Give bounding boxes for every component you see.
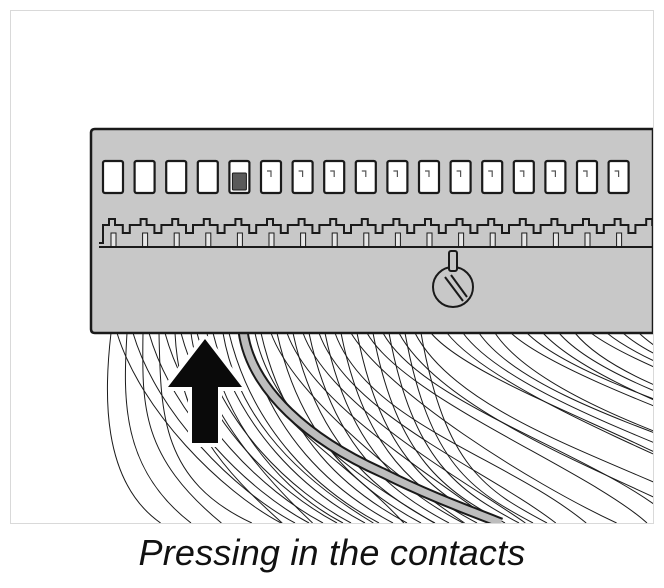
contact-tip: [614, 170, 620, 177]
highlighted-wire-core: [239, 330, 503, 523]
contact-tip: [583, 170, 588, 177]
wire: [574, 332, 653, 385]
wire: [478, 332, 653, 433]
contact-pin: [552, 232, 559, 248]
wire: [164, 332, 324, 523]
wire: [558, 332, 653, 391]
contact-pin: [363, 232, 370, 248]
wire: [222, 332, 374, 523]
wire: [398, 332, 653, 498]
contact-tip: [361, 170, 367, 177]
contact-slot: [196, 159, 219, 195]
contact-pin: [521, 232, 528, 248]
contact-pin: [173, 232, 180, 248]
wire: [142, 332, 222, 523]
contact-pin: [584, 232, 591, 248]
contact-tip: [519, 170, 525, 177]
wire: [318, 332, 557, 523]
wire: [212, 332, 366, 523]
contact-slots: [101, 159, 630, 195]
contact-tip: [298, 170, 304, 177]
contact-pin: [426, 232, 433, 248]
contact-pin: [331, 232, 338, 248]
wire: [542, 332, 653, 401]
contact-pin: [236, 232, 243, 248]
connector-diagram: [89, 127, 653, 523]
connector-housing: [89, 127, 653, 335]
contact-pin: [394, 232, 401, 248]
figure-caption: Pressing in the contacts: [138, 532, 526, 573]
wire: [260, 332, 408, 523]
wire: [494, 332, 653, 432]
wire: [158, 332, 253, 523]
contact-tip: [488, 170, 493, 177]
wire: [430, 332, 653, 452]
wire: [350, 332, 617, 523]
wire: [446, 332, 653, 455]
contact-pin: [489, 232, 496, 248]
contact-tip: [456, 170, 462, 177]
contact-pin: [110, 232, 117, 248]
up-arrow-icon: [164, 335, 246, 447]
contact-comb: [99, 218, 653, 244]
wire: [590, 332, 653, 368]
wire: [404, 332, 534, 523]
contact-pin: [458, 232, 465, 248]
wire: [334, 332, 587, 523]
wire: [116, 332, 282, 523]
wire: [228, 332, 380, 523]
wire: [526, 332, 653, 400]
wire: [276, 332, 422, 523]
contact-tip: [551, 170, 556, 177]
contact-tip: [267, 170, 272, 177]
contact-slot: [101, 159, 125, 195]
wire: [462, 332, 653, 443]
wire: [324, 332, 464, 523]
figure-frame: [10, 10, 654, 524]
inserted-contact: [231, 172, 247, 191]
wire: [382, 332, 653, 505]
wire: [124, 332, 192, 523]
contact-slot: [133, 159, 156, 195]
latch-icon: [432, 250, 474, 308]
wire: [388, 332, 520, 523]
wire: [106, 332, 161, 523]
contact-slot: [165, 159, 188, 195]
contact-tip: [425, 170, 430, 177]
wire: [420, 332, 548, 523]
wire: [414, 332, 653, 483]
contact-tip: [330, 170, 335, 177]
contact-pin: [300, 232, 307, 248]
contact-pin: [616, 232, 623, 248]
contact-tip: [393, 170, 398, 177]
wire: [148, 332, 310, 523]
contact-pin: [205, 232, 212, 248]
wire: [510, 332, 653, 407]
contact-pin: [268, 232, 275, 248]
wire: [302, 332, 526, 523]
wire: [366, 332, 648, 523]
contact-pin: [142, 232, 149, 248]
